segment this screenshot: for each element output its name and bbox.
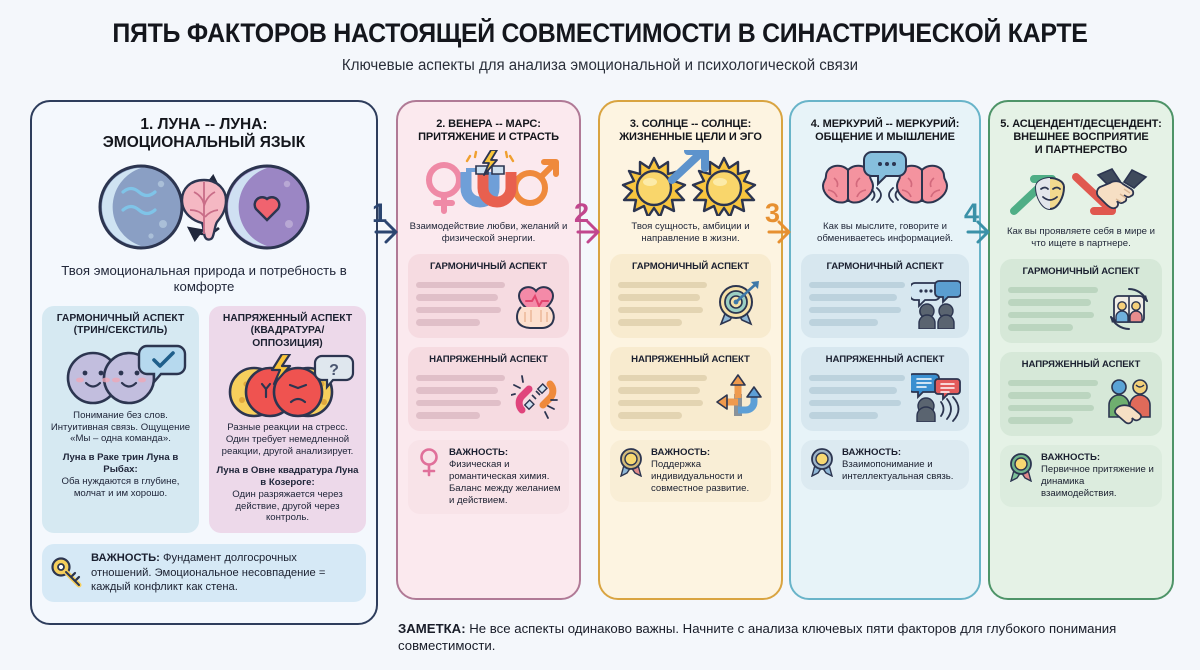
footer-note: ЗАМЕТКА: Не все аспекты одинаково важны.… bbox=[398, 620, 1188, 655]
factor-card-mercury-mercury: 4. МЕРКУРИЙ -- МЕРКУРИЙ: ОБЩЕНИЕ И МЫШЛЕ… bbox=[789, 100, 981, 600]
two-brains-speech-bubble-icon bbox=[801, 150, 969, 216]
placeholder-lines bbox=[416, 281, 505, 326]
harmonic-aspect-label-asc: ГАРМОНИЧНЫЙ АСПЕКТ bbox=[1022, 265, 1140, 277]
mask-handshake-arrows-icon bbox=[1000, 163, 1162, 221]
venus-symbol-icon bbox=[416, 447, 442, 477]
mirrored-people-cycle-icon bbox=[1104, 284, 1154, 334]
harmonic-aspect-box-mercury: ГАРМОНИЧНЫЙ АСПЕКТ bbox=[801, 253, 969, 338]
target-medal-icon bbox=[713, 279, 763, 329]
placeholder-lines bbox=[618, 374, 707, 419]
tense-aspect-label-venus-mars: НАПРЯЖЕННЫЙ АСПЕКТ bbox=[429, 353, 548, 365]
tense-aspect-label-sun-sun: НАПРЯЖЕННЫЙ АСПЕКТ bbox=[631, 353, 750, 365]
harmonic-aspect-label-sun-sun: ГАРМОНИЧНЫЙ АСПЕКТ bbox=[631, 260, 749, 272]
connector-3: 3 bbox=[763, 200, 799, 260]
card-lede-sun-sun: Твоя сущность, амбиции и направление в ж… bbox=[631, 220, 750, 244]
tense-aspect-text-moon: Разные реакции на стресс. Один требует н… bbox=[221, 422, 354, 457]
tense-aspect-label-moon: НАПРЯЖЕННЫЙ АСПЕКТ (КВАДРАТУРА/ОППОЗИЦИЯ… bbox=[222, 312, 353, 349]
harmonic-aspect-box-moon: ГАРМОНИЧНЫЙ АСПЕКТ (ТРИН/СЕКСТИЛЬ) bbox=[42, 305, 199, 534]
aspect-pair-moon: ГАРМОНИЧНЫЙ АСПЕКТ (ТРИН/СЕКСТИЛЬ) bbox=[42, 305, 366, 534]
card-lede-mercury-mercury: Как вы мыслите, говорите и обмениваетесь… bbox=[817, 220, 953, 244]
importance-box-moon: ВАЖНОСТЬ: Фундамент долгосрочных отношен… bbox=[42, 544, 366, 603]
harmonic-aspect-example-moon: Луна в Раке трин Луна в Рыбах: Оба нужда… bbox=[61, 452, 180, 499]
factor-card-venus-mars: 2. ВЕНЕРА -- МАРС: ПРИТЯЖЕНИЕ И СТРАСТЬ bbox=[396, 100, 581, 600]
placeholder-lines bbox=[1008, 379, 1098, 424]
two-suns-arrow-icon bbox=[610, 149, 771, 216]
importance-text-sun-sun: ВАЖНОСТЬ: Поддержка индивидуальности и с… bbox=[651, 446, 750, 495]
placeholder-lines bbox=[809, 374, 905, 419]
tense-aspect-box-sun-sun: НАПРЯЖЕННЫЙ АСПЕКТ bbox=[610, 346, 771, 431]
chevron-right-arrow-icon bbox=[966, 220, 990, 244]
harmonic-aspect-label-venus-mars: ГАРМОНИЧНЫЙ АСПЕКТ bbox=[429, 260, 547, 272]
importance-box-sun-sun: ВАЖНОСТЬ: Поддержка индивидуальности и с… bbox=[610, 439, 771, 503]
tense-aspect-box-mercury: НАПРЯЖЕННЫЙ АСПЕКТ bbox=[801, 346, 969, 431]
award-ribbon-icon bbox=[809, 447, 835, 478]
broken-magnet-icon bbox=[511, 372, 561, 422]
connector-2: 2 bbox=[572, 200, 608, 260]
factor-card-ascendant-descendant: 5. АСЦЕНДЕНТ/ДЕСЦЕНДЕНТ: ВНЕШНЕЕ ВОСПРИЯ… bbox=[988, 100, 1174, 600]
chevron-right-arrow-icon bbox=[576, 220, 600, 244]
tense-aspect-label-mercury: НАПРЯЖЕННЫЙ АСПЕКТ bbox=[825, 353, 945, 365]
importance-box-asc: ВАЖНОСТЬ: Первичное притяжение и динамик… bbox=[1000, 444, 1162, 508]
head-shouting-bubbles-icon bbox=[911, 372, 961, 422]
harmonic-aspect-label-mercury: ГАРМОНИЧНЫЙ АСПЕКТ bbox=[826, 260, 944, 272]
card-lede-venus-mars: Взаимодействие любви, желаний и физическ… bbox=[409, 220, 568, 244]
harmonic-aspect-box-asc: ГАРМОНИЧНЫЙ АСПЕКТ bbox=[1000, 258, 1162, 343]
tense-aspect-box-asc: НАПРЯЖЕННЫЙ АСПЕКТ bbox=[1000, 351, 1162, 436]
venus-mars-magnet-icon bbox=[408, 149, 569, 216]
factor-columns-band: 1. ЛУНА -- ЛУНА: ЭМОЦИОНАЛЬНЫЙ ЯЗЫК bbox=[0, 100, 1200, 625]
importance-text-moon: ВАЖНОСТЬ: Фундамент долгосрочных отношен… bbox=[91, 552, 326, 594]
factor-card-moon-moon: 1. ЛУНА -- ЛУНА: ЭМОЦИОНАЛЬНЫЙ ЯЗЫК bbox=[30, 100, 378, 625]
factor-card-sun-sun: 3. СОЛНЦЕ -- СОЛНЦЕ: ЖИЗНЕННЫЕ ЦЕЛИ И ЭГ… bbox=[598, 100, 783, 600]
chevron-right-arrow-icon bbox=[374, 220, 398, 244]
angry-moons-lightning-question-icon: ? bbox=[216, 353, 359, 419]
placeholder-lines bbox=[1008, 286, 1098, 331]
card-title-sun-sun: 3. СОЛНЦЕ -- СОЛНЦЕ: ЖИЗНЕННЫЕ ЦЕЛИ И ЭГ… bbox=[619, 118, 762, 143]
connector-number-1: 1 bbox=[372, 198, 388, 228]
tense-aspect-box-moon: НАПРЯЖЕННЫЙ АСПЕКТ (КВАДРАТУРА/ОППОЗИЦИЯ… bbox=[209, 305, 366, 534]
diverging-arrows-icon bbox=[713, 372, 763, 422]
tense-aspect-box-venus-mars: НАПРЯЖЕННЫЙ АСПЕКТ bbox=[408, 346, 569, 431]
connector-number-2: 2 bbox=[574, 198, 590, 228]
harmonic-aspect-box-sun-sun: ГАРМОНИЧНЫЙ АСПЕКТ bbox=[610, 253, 771, 338]
harmonic-aspect-label-moon: ГАРМОНИЧНЫЙ АСПЕКТ (ТРИН/СЕКСТИЛЬ) bbox=[56, 312, 185, 337]
award-ribbon-icon bbox=[1008, 452, 1034, 483]
page-subtitle: Ключевые аспекты для анализа эмоциональн… bbox=[341, 57, 859, 74]
heart-in-hands-icon bbox=[511, 279, 561, 329]
importance-text-asc: ВАЖНОСТЬ: Первичное притяжение и динамик… bbox=[1041, 451, 1154, 500]
tense-aspect-example-moon: Луна в Овне квадратура Луна в Козероге: … bbox=[216, 464, 359, 524]
chevron-right-arrow-icon bbox=[767, 220, 791, 244]
svg-text:?: ? bbox=[329, 362, 339, 379]
importance-text-venus-mars: ВАЖНОСТЬ: Физическая и романтическая хим… bbox=[449, 446, 561, 507]
connector-4: 4 bbox=[962, 200, 998, 260]
two-people-handshake-icon bbox=[1104, 377, 1154, 427]
card-lede-ascendant-descendant: Как вы проявляете себя в мире и что ищет… bbox=[1006, 225, 1156, 249]
importance-box-mercury: ВАЖНОСТЬ: Взаимопонимание и интеллектуал… bbox=[801, 439, 969, 491]
connector-1: 1 bbox=[370, 200, 406, 260]
card-title-mercury-mercury: 4. МЕРКУРИЙ -- МЕРКУРИЙ: ОБЩЕНИЕ И МЫШЛЕ… bbox=[810, 118, 960, 143]
key-icon bbox=[50, 556, 84, 590]
harmonic-aspect-text-moon: Понимание без слов. Интуитивная связь. О… bbox=[50, 409, 191, 445]
two-heads-talking-icon bbox=[911, 279, 961, 329]
footer-note-text: Не все аспекты одинаково важны. Начните … bbox=[398, 621, 1117, 654]
footer-note-label: ЗАМЕТКА: bbox=[398, 621, 466, 636]
connector-number-3: 3 bbox=[765, 198, 781, 228]
connector-number-4: 4 bbox=[964, 198, 980, 228]
header: ПЯТЬ ФАКТОРОВ НАСТОЯЩЕЙ СОВМЕСТИМОСТИ В … bbox=[0, 18, 1200, 75]
placeholder-lines bbox=[809, 281, 905, 326]
importance-text-mercury: ВАЖНОСТЬ: Взаимопонимание и интеллектуал… bbox=[842, 446, 954, 483]
card-title-ascendant-descendant: 5. АСЦЕНДЕНТ/ДЕСЦЕНДЕНТ: ВНЕШНЕЕ ВОСПРИЯ… bbox=[1000, 118, 1162, 156]
two-smiling-moons-check-icon bbox=[49, 341, 192, 407]
harmonic-aspect-box-venus-mars: ГАРМОНИЧНЫЙ АСПЕКТ bbox=[408, 253, 569, 338]
card-lede-moon-moon: Твоя эмоциональная природа и потребность… bbox=[61, 262, 347, 295]
page-title: ПЯТЬ ФАКТОРОВ НАСТОЯЩЕЙ СОВМЕСТИМОСТИ В … bbox=[112, 18, 1088, 48]
card-title-moon-moon: 1. ЛУНА -- ЛУНА: ЭМОЦИОНАЛЬНЫЙ ЯЗЫК bbox=[102, 116, 306, 152]
placeholder-lines bbox=[416, 374, 505, 419]
placeholder-lines bbox=[618, 281, 707, 326]
card-title-venus-mars: 2. ВЕНЕРА -- МАРС: ПРИТЯЖЕНИЕ И СТРАСТЬ bbox=[418, 118, 559, 143]
award-ribbon-icon bbox=[618, 447, 644, 478]
importance-box-venus-mars: ВАЖНОСТЬ: Физическая и романтическая хим… bbox=[408, 439, 569, 515]
tense-aspect-label-asc: НАПРЯЖЕННЫЙ АСПЕКТ bbox=[1021, 358, 1141, 370]
two-moons-brain-heart-icon bbox=[42, 157, 366, 257]
